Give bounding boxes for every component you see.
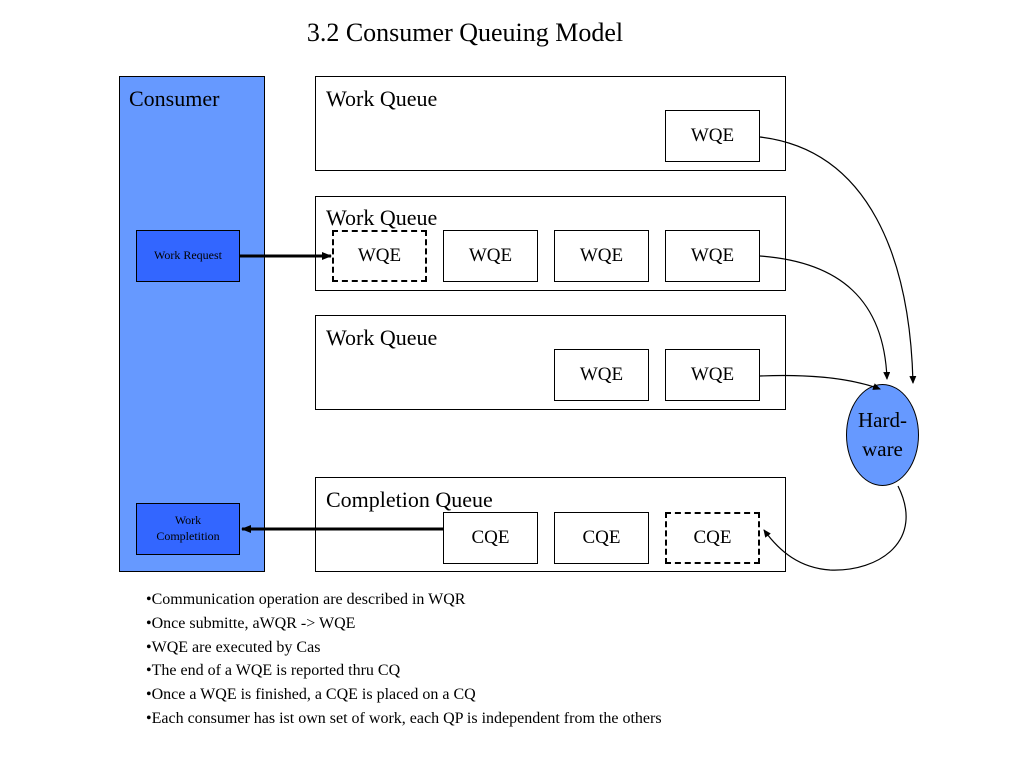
work-completion-label: Work Completition [156, 513, 220, 543]
wqe-3-2: WQE [665, 349, 760, 401]
wqe-3-1: WQE [554, 349, 649, 401]
hardware-to-cq-arrow [763, 485, 907, 571]
work-request-box: Work Request [136, 230, 240, 282]
bullet-item: •Once submitte, aWQR -> WQE [146, 614, 356, 632]
wqe-2-1-new: WQE [332, 230, 427, 282]
work-queue-2-label: Work Queue [326, 205, 438, 230]
queue1-to-hardware-arrow [759, 136, 917, 384]
consumer-panel [119, 76, 265, 572]
hardware-label-line2: ware [862, 437, 903, 461]
bullet-item: •WQE are executed by Cas [146, 638, 321, 656]
cqe-1: CQE [443, 512, 538, 564]
wqe-2-3: WQE [554, 230, 649, 282]
cqe-3-new: CQE [665, 512, 760, 564]
work-completion-box: Work Completition [136, 503, 240, 555]
work-request-label: Work Request [153, 248, 223, 263]
hardware-circle: Hard- ware [846, 384, 919, 486]
wqe-2-2: WQE [443, 230, 538, 282]
work-queue-3-label: Work Queue [326, 325, 438, 350]
work-queue-1-label: Work Queue [326, 86, 438, 111]
queue3-to-hardware-arrow [759, 374, 881, 390]
bullet-item: •Communication operation are described i… [146, 591, 466, 608]
cqe-2: CQE [554, 512, 649, 564]
wqe-1-1: WQE [665, 110, 760, 162]
slide-title: 3.2 Consumer Queuing Model [306, 18, 624, 47]
completion-queue-label: Completion Queue [326, 487, 493, 512]
bullet-item: •The end of a WQE is reported thru CQ [146, 662, 401, 680]
bullet-item: •Each consumer has ist own set of work, … [146, 709, 662, 727]
bullet-item: •Once a WQE is finished, a CQE is placed… [146, 686, 476, 704]
consumer-label: Consumer [129, 86, 220, 111]
hardware-label-line1: Hard- [858, 407, 907, 432]
wqe-2-4: WQE [665, 230, 760, 282]
queue2-to-hardware-arrow [759, 255, 891, 380]
bullet-list: •Communication operation are described i… [146, 588, 662, 731]
